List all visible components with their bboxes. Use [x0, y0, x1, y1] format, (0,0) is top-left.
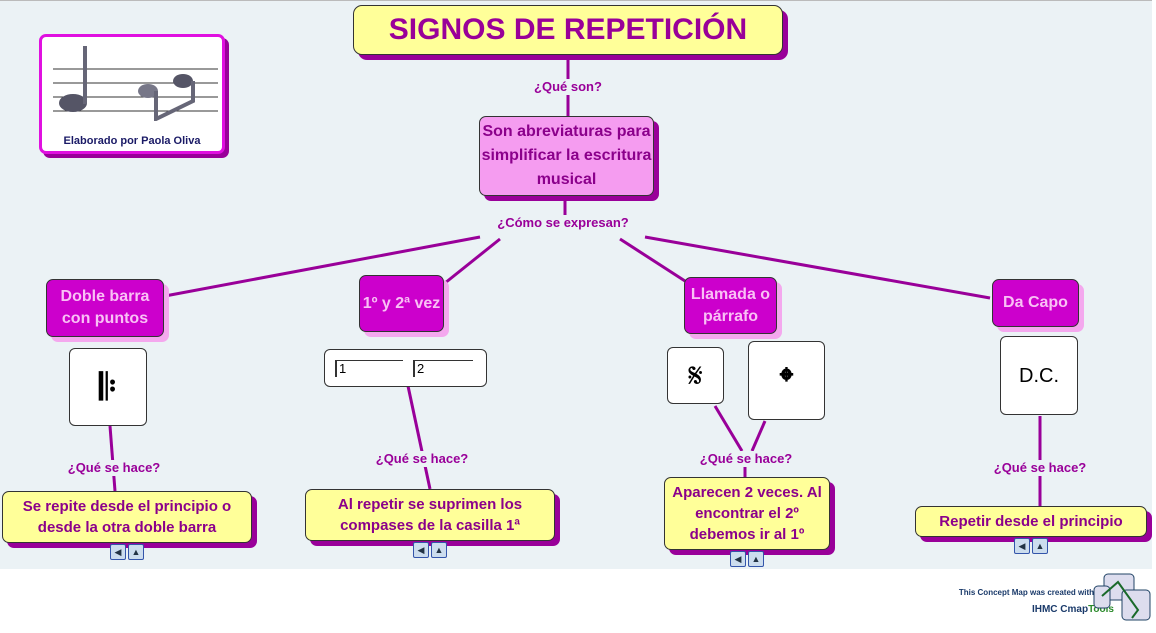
definition-text: Son abreviaturas para simplificar la esc…: [481, 123, 652, 188]
author-label: Elaborado por Paola Oliva: [63, 135, 201, 147]
concept-label: Da Capo: [1003, 294, 1068, 311]
link-que-se-hace: ¿Qué se hace?: [373, 451, 471, 467]
da-capo-symbol: D.C.: [1000, 336, 1078, 415]
cmaptools-credit[interactable]: This Concept Map was created with IHMC C…: [900, 570, 1152, 632]
cmaptools-logo-icon: [1093, 573, 1151, 621]
volta-1: 1: [335, 359, 403, 377]
concept-primera-segunda-vez[interactable]: 1º y 2ª vez: [359, 275, 444, 332]
credit-line1: This Concept Map was created with: [958, 588, 1094, 597]
result-text: Al repetir se suprimen los compases de l…: [337, 496, 523, 534]
concept-da-capo[interactable]: Da Capo: [992, 279, 1079, 327]
audio-icon[interactable]: ◀: [110, 544, 126, 560]
result-doble-barra[interactable]: Se repite desde el principio o desde la …: [2, 491, 252, 560]
audio-icon[interactable]: ◀: [730, 551, 746, 567]
concept-label: 1º y 2ª vez: [362, 294, 441, 312]
title-text: SIGNOS DE REPETICIÓN: [388, 13, 748, 46]
result-text: Se repite desde el principio o desde la …: [22, 498, 232, 536]
double-bar-repeat-icon: 𝄆: [69, 348, 147, 426]
link-que-son: ¿Qué son?: [532, 79, 604, 95]
image-icon[interactable]: ▲: [431, 542, 447, 558]
audio-icon[interactable]: ◀: [413, 542, 429, 558]
concept-llamada[interactable]: Llamada o párrafo: [684, 277, 777, 334]
volta-brackets-icon: 1 2: [324, 349, 487, 387]
image-icon[interactable]: ▲: [128, 544, 144, 560]
credit-tools: Tools: [1088, 604, 1114, 615]
credit-cmap: IHMC Cmap: [1031, 604, 1089, 615]
coda-icon: 𝄌: [748, 341, 825, 420]
result-text: Repetir desde el principio: [939, 513, 1123, 530]
link-que-se-hace: ¿Qué se hace?: [697, 451, 795, 467]
link-como-se-expresan: ¿Cómo se expresan?: [495, 215, 631, 231]
result-da-capo[interactable]: Repetir desde el principio ◀▲: [915, 506, 1147, 554]
music-notes-icon: [53, 46, 218, 121]
segno-icon: 𝄋: [667, 347, 724, 404]
concept-map-canvas: Elaborado por Paola Oliva SIGNOS DE REPE…: [0, 0, 1152, 569]
link-que-se-hace: ¿Qué se hace?: [65, 460, 163, 476]
title-node[interactable]: SIGNOS DE REPETICIÓN: [353, 5, 783, 55]
volta-2: 2: [413, 359, 473, 377]
result-llamada[interactable]: Aparecen 2 veces. Al encontrar el 2º deb…: [664, 477, 830, 567]
connector-lines: [108, 56, 1042, 506]
concept-label: Llamada o párrafo: [690, 285, 771, 325]
result-primera-segunda-vez[interactable]: Al repetir se suprimen los compases de l…: [305, 489, 555, 558]
concept-label: Doble barra con puntos: [60, 288, 150, 327]
result-text: Aparecen 2 veces. Al encontrar el 2º deb…: [672, 484, 822, 543]
concept-doble-barra[interactable]: Doble barra con puntos: [46, 279, 164, 337]
audio-icon[interactable]: ◀: [1014, 538, 1030, 554]
author-image-node: Elaborado por Paola Oliva: [39, 34, 225, 154]
definition-node[interactable]: Son abreviaturas para simplificar la esc…: [479, 116, 654, 196]
image-icon[interactable]: ▲: [748, 551, 764, 567]
link-que-se-hace: ¿Qué se hace?: [991, 460, 1089, 476]
da-capo-text: D.C.: [1019, 364, 1059, 387]
image-icon[interactable]: ▲: [1032, 538, 1048, 554]
